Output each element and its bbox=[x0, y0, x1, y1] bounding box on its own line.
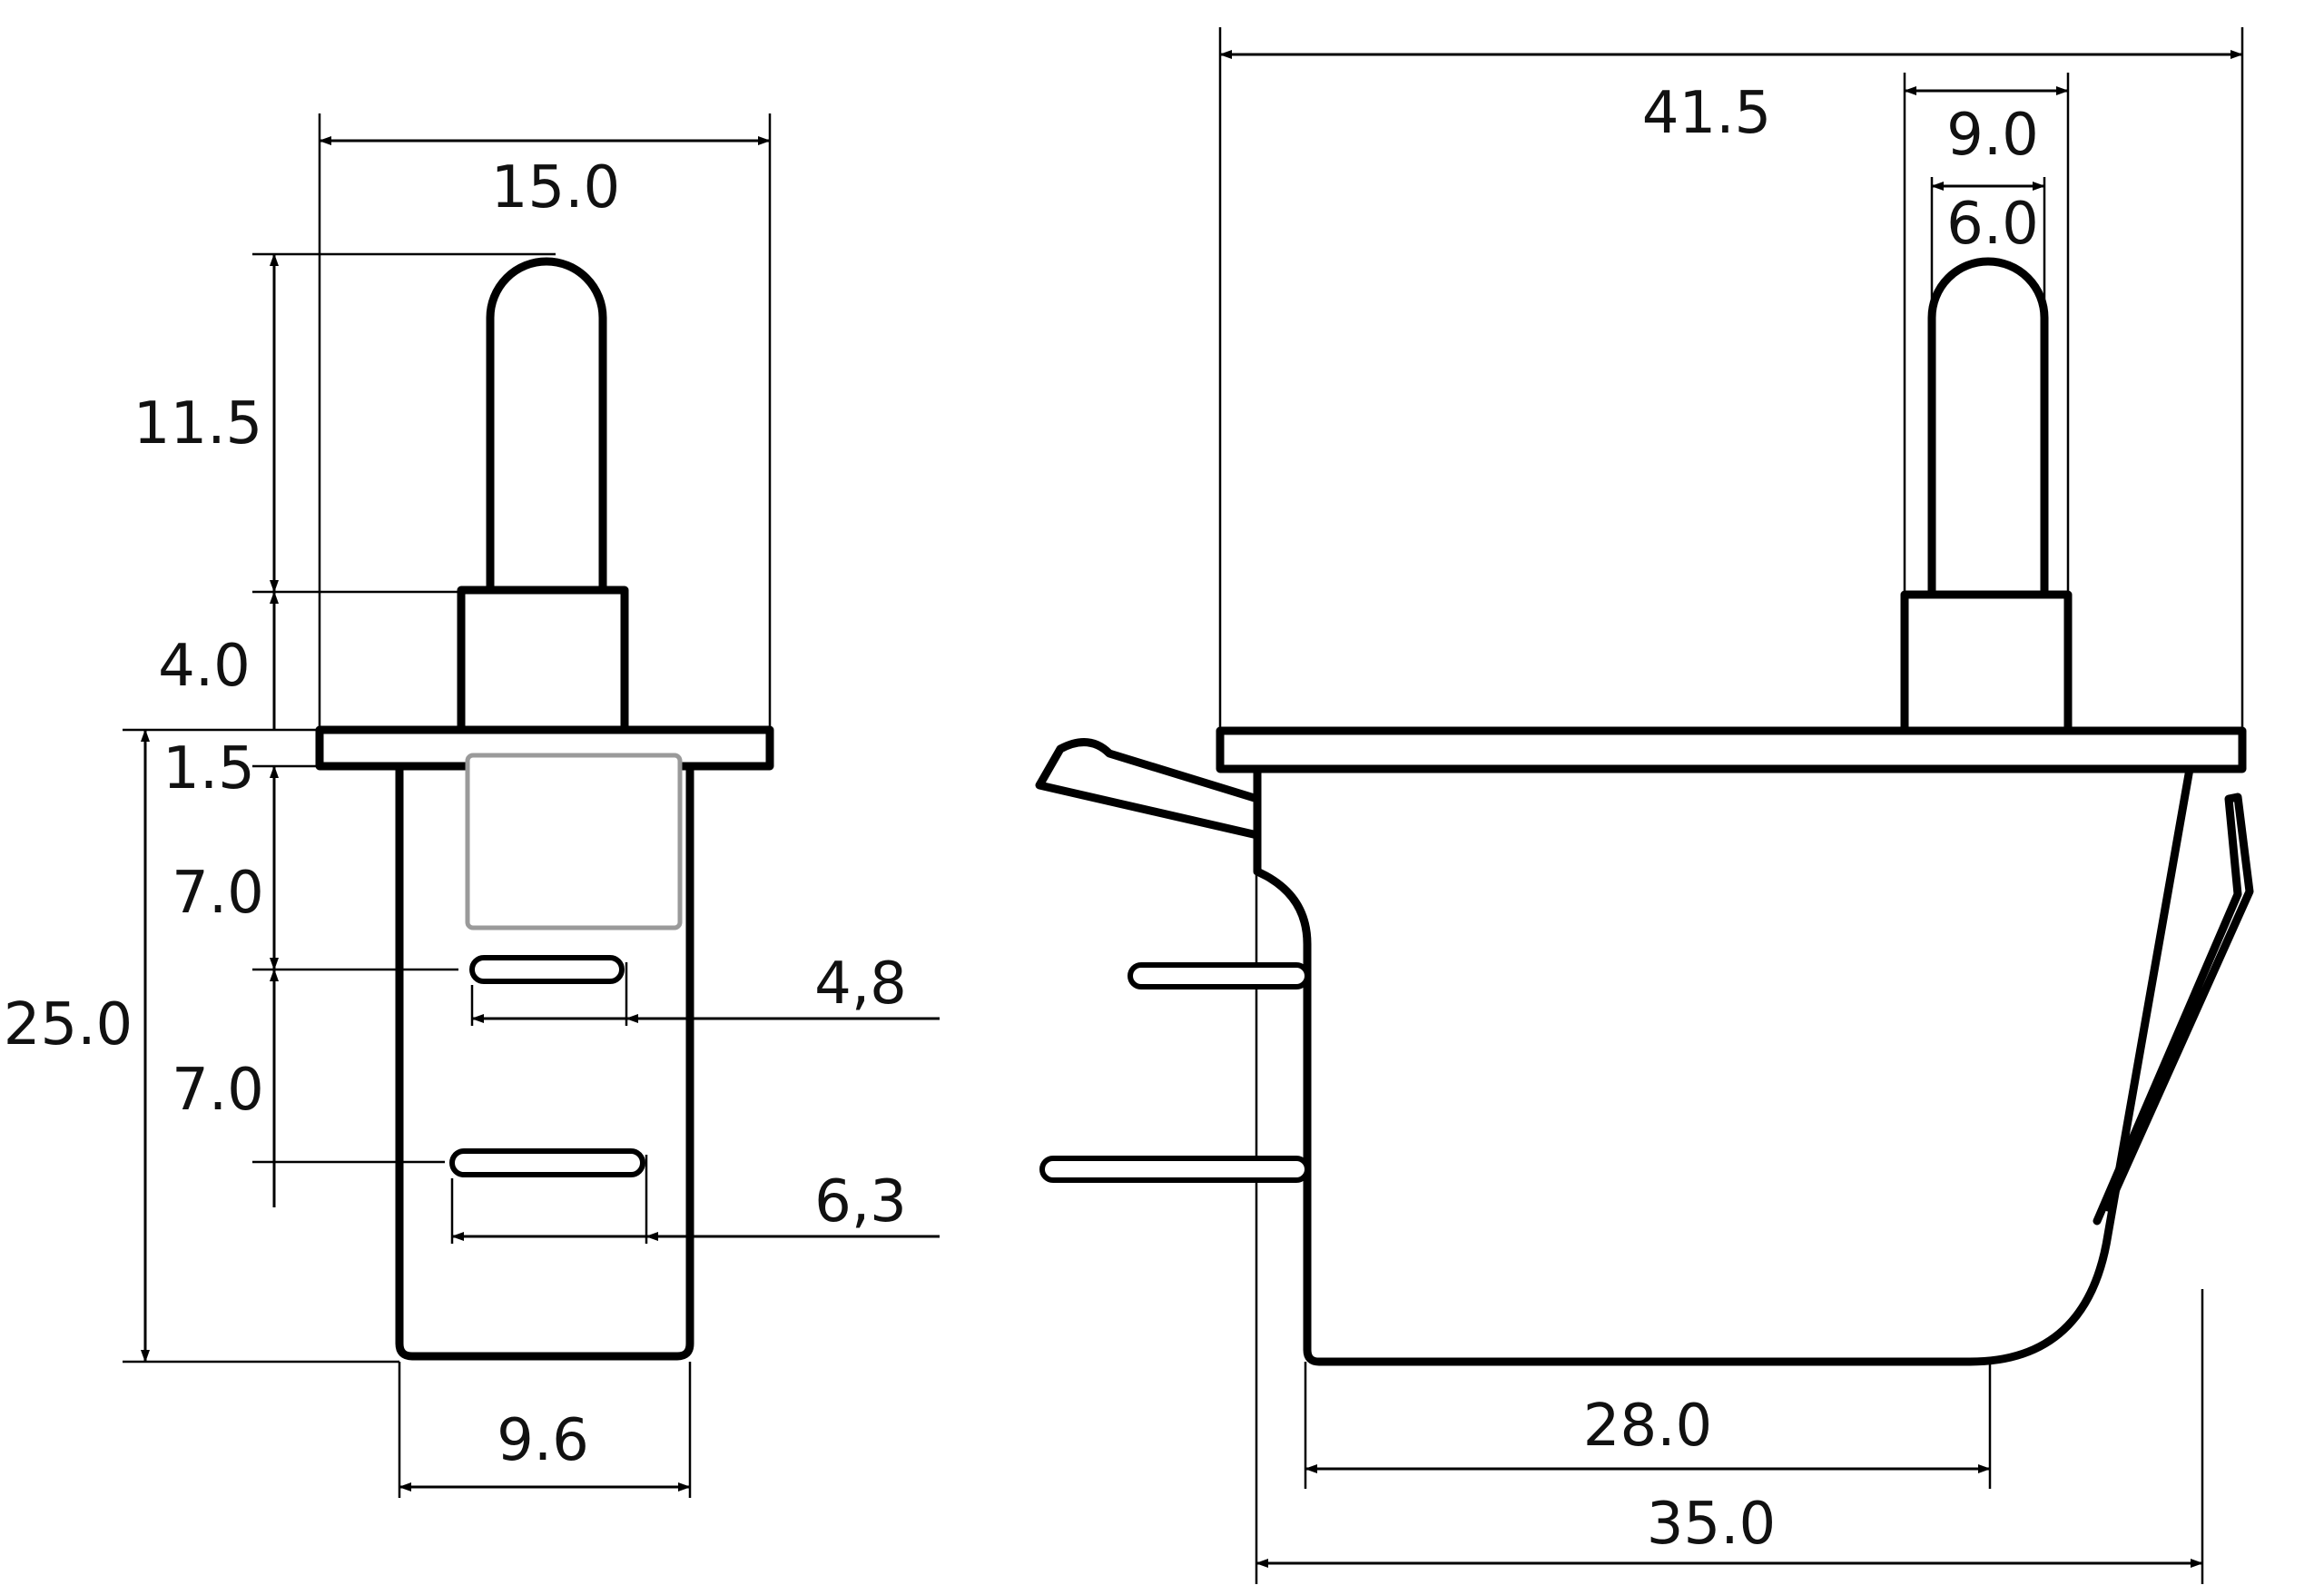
lower-terminal-slot bbox=[449, 1148, 645, 1177]
dim-label-body-length: 35.0 bbox=[1647, 1491, 1777, 1558]
dim-label-upper-terminal-width: 4,8 bbox=[814, 950, 907, 1018]
upper-terminal-slot bbox=[469, 955, 625, 984]
dim-label-lower-terminal-width: 6,3 bbox=[814, 1168, 907, 1236]
dim-label-width-total: 15.0 bbox=[491, 154, 621, 222]
dim-label-slot-upper-offset: 7.0 bbox=[172, 860, 264, 927]
side-view: 41.5 9.0 6.0 28.0 35.0 bbox=[1035, 27, 2254, 1584]
front-collar bbox=[457, 586, 629, 734]
side-latch-hook bbox=[1035, 738, 1262, 840]
side-lower-terminal bbox=[1039, 1156, 1310, 1183]
side-flange bbox=[1216, 726, 2247, 773]
dim-label-body-width: 9.6 bbox=[497, 1407, 589, 1474]
dim-label-plunger-height: 11.5 bbox=[133, 390, 263, 458]
front-view: 15.0 11.5 4.0 1.5 7.0 7.0 25.0 4,8 6,3 9… bbox=[4, 113, 940, 1498]
side-collar bbox=[1900, 590, 2073, 735]
side-plunger bbox=[1927, 257, 2049, 599]
front-plunger bbox=[486, 257, 607, 595]
front-window bbox=[465, 753, 683, 930]
dim-label-bottom-length: 28.0 bbox=[1583, 1393, 1713, 1460]
side-spring-contact bbox=[2093, 793, 2254, 1226]
dim-label-body-height: 25.0 bbox=[4, 991, 133, 1058]
dim-label-flange-thickness: 1.5 bbox=[162, 735, 255, 802]
dim-label-plunger-width: 6.0 bbox=[1946, 191, 2039, 258]
side-upper-terminal bbox=[1128, 962, 1310, 989]
dim-label-slot-pitch: 7.0 bbox=[172, 1057, 264, 1124]
dim-label-flange-length: 41.5 bbox=[1642, 80, 1772, 147]
dim-label-collar-width: 9.0 bbox=[1946, 102, 2039, 169]
dim-label-collar-height: 4.0 bbox=[158, 633, 251, 700]
side-body bbox=[1253, 764, 2194, 1366]
